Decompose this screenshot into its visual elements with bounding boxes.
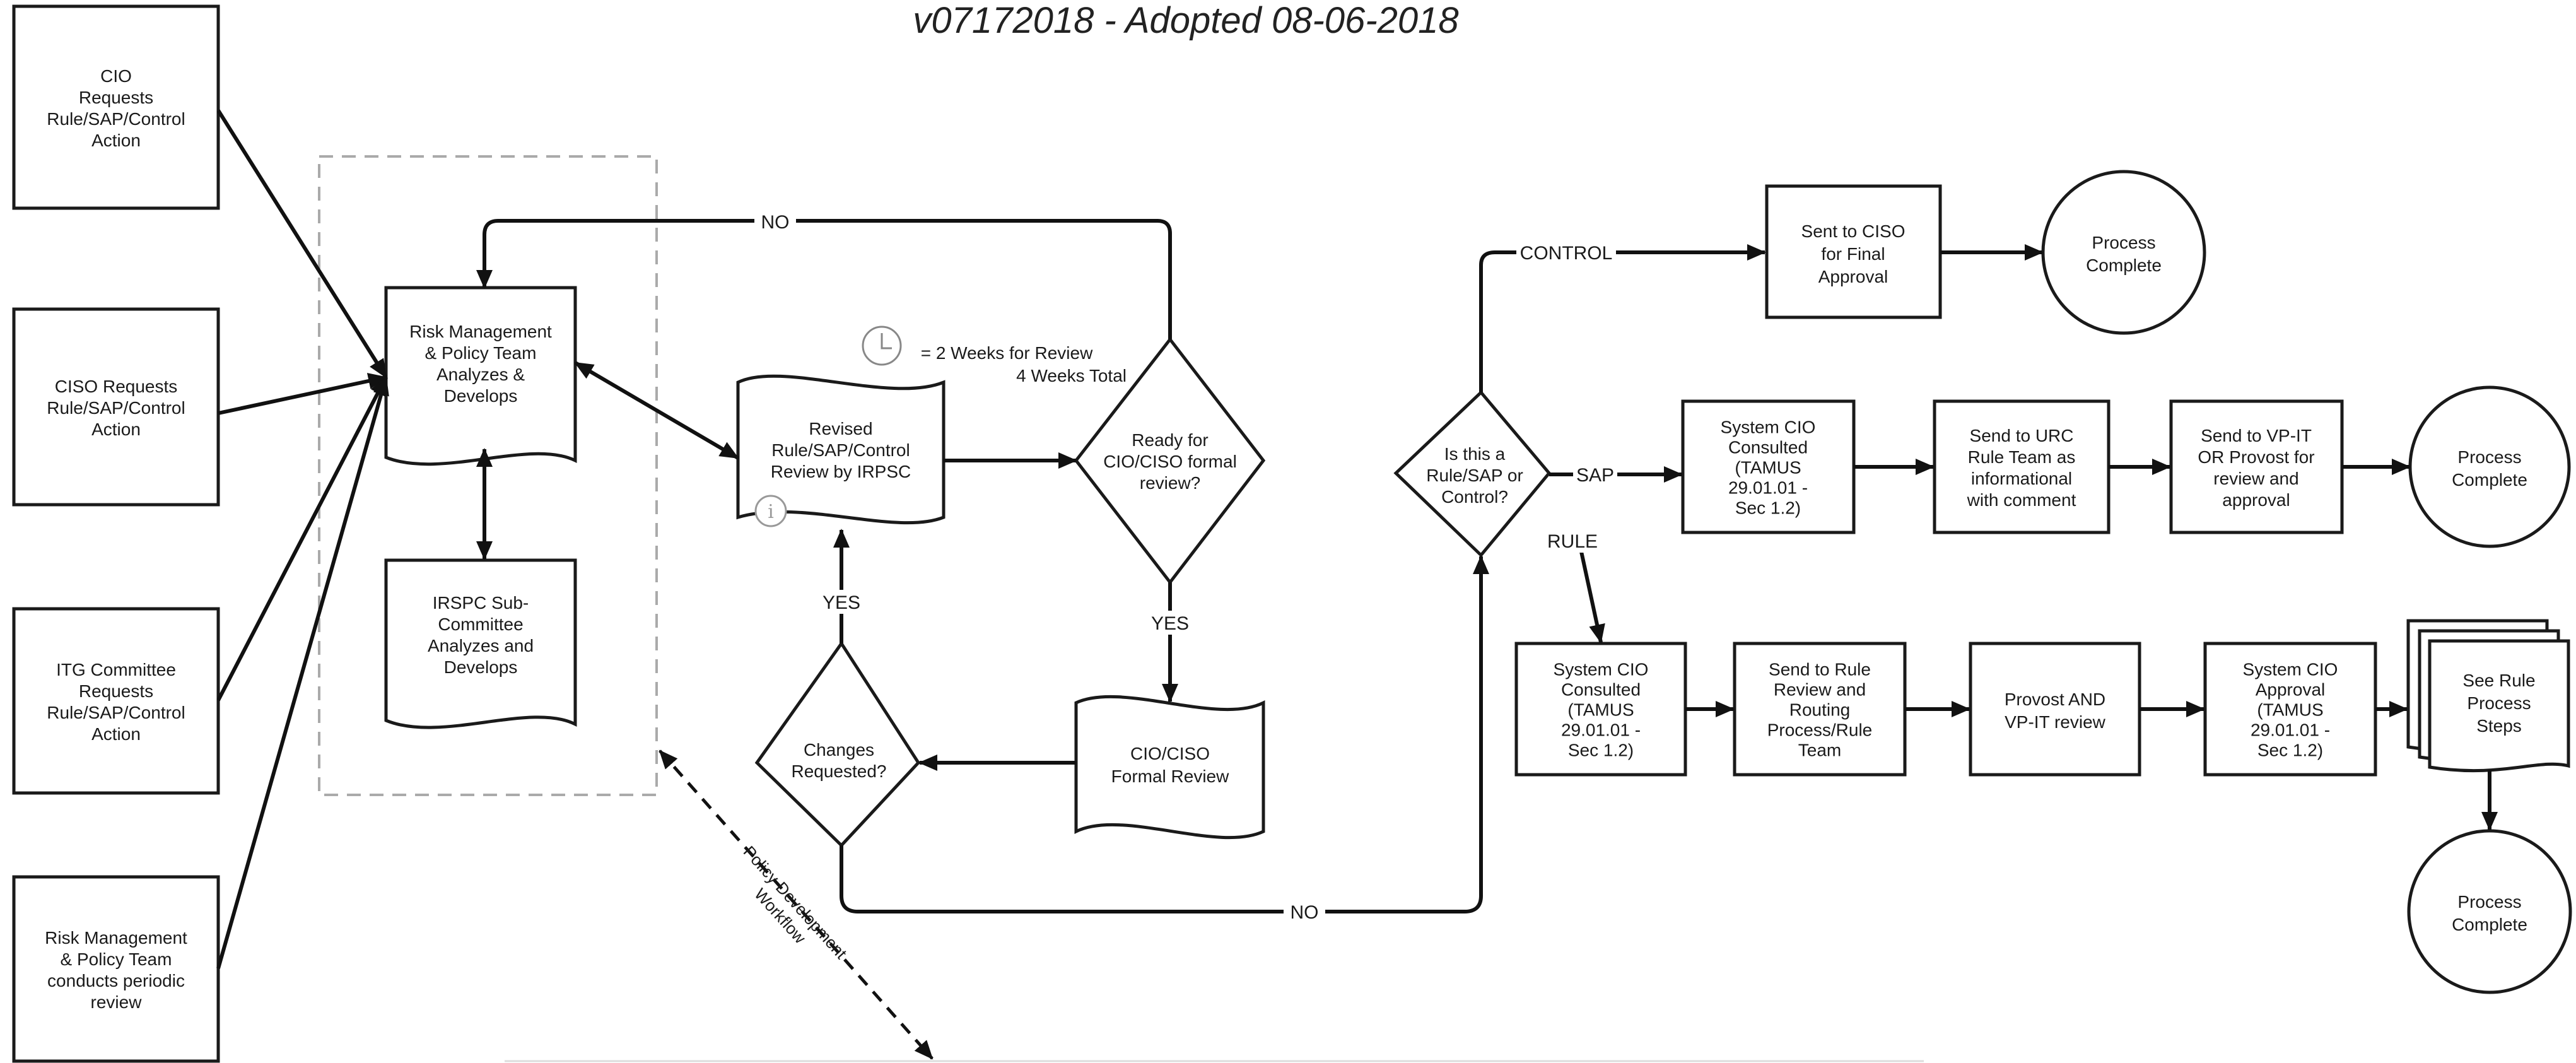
- cio-ciso-formal-review-document: [1074, 695, 1265, 840]
- rmp-periodic-review-box: [12, 875, 220, 1063]
- rule-steps-doc-front: [2428, 639, 2570, 773]
- clock-icon: [862, 326, 902, 366]
- label-no-top: NO: [761, 212, 790, 233]
- sap-system-cio-consulted-box: [1681, 399, 1856, 534]
- rule-system-cio-consulted-box: [1514, 642, 1687, 777]
- system-cio-approval-box: [2203, 642, 2377, 777]
- edge-rmp-revised: [574, 361, 739, 460]
- send-to-urc-box: [1933, 399, 2111, 534]
- cio-requests-box: [12, 4, 220, 210]
- revised-review-document: [736, 374, 946, 525]
- label-sap: SAP: [1576, 465, 1614, 486]
- edge-itg-to-rmp: [216, 376, 388, 702]
- process-complete-control-circle: [2041, 170, 2206, 335]
- irspc-subcommittee-document: [384, 558, 577, 729]
- provost-vpit-review-box: [1969, 642, 2141, 777]
- edge-ready-no-loop: [476, 219, 1172, 339]
- send-to-rule-review-box: [1733, 642, 1907, 777]
- diagram-subtitle: v07172018 - Adopted 08-06-2018: [913, 0, 1458, 41]
- edge-periodic-to-rmp: [216, 376, 389, 969]
- process-complete-rule-circle: [2407, 829, 2572, 994]
- edge-labels: NO NO YES YES CONTROL SAP RULE: [754, 209, 1617, 924]
- ciso-requests-box: [12, 307, 220, 507]
- workflow-pointer-arrow: [659, 749, 934, 1060]
- edge-control: [1479, 244, 1766, 392]
- svg-text:i: i: [768, 501, 774, 523]
- label-rule: RULE: [1547, 531, 1598, 552]
- analysis-group-frame: [318, 155, 658, 796]
- label-control: CONTROL: [1520, 243, 1613, 264]
- label-yes-up: YES: [823, 592, 860, 613]
- label-no-bottom: NO: [1291, 902, 1319, 923]
- edge-cio-to-rmp: [216, 109, 388, 379]
- edge-ciso-to-rmp: [218, 373, 387, 415]
- itg-committee-requests-box: [12, 607, 220, 795]
- label-yes-down: YES: [1151, 613, 1189, 634]
- info-icon: i: [754, 495, 787, 527]
- policy-development-workflow-label: Policy DevelopmentWorkflow: [725, 842, 851, 977]
- process-complete-sap-circle: [2408, 385, 2571, 548]
- sent-to-ciso-box: [1765, 184, 1942, 319]
